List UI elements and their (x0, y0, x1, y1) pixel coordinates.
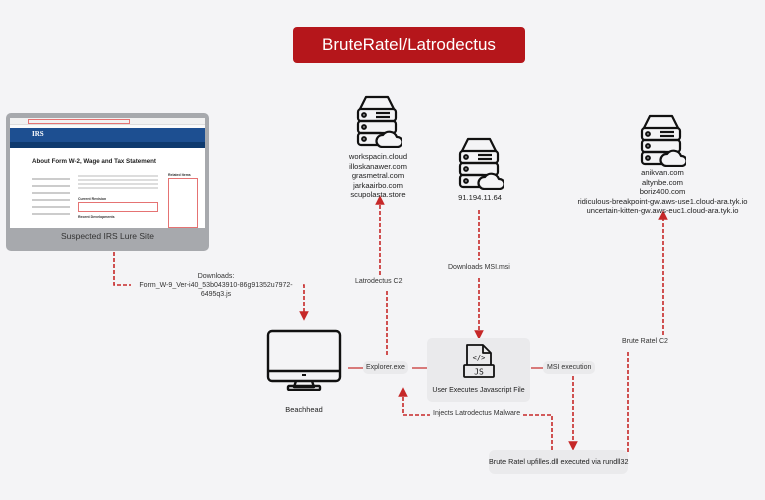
server-cloud-icon (458, 137, 504, 190)
beachhead-label: Beachhead (285, 405, 323, 414)
explorer-exe-label: Explorer.exe (363, 361, 408, 374)
irs-logo: IRS (32, 130, 44, 138)
lure-page-heading: About Form W-2, Wage and Tax Statement (32, 158, 156, 165)
downloads-msi-label: Downloads MSI.msi (445, 263, 513, 272)
domain-text: anikvan.com (641, 168, 684, 177)
server-cloud-icon (356, 95, 402, 148)
lure-current-revision: Current Revision (78, 197, 107, 201)
lure-site-card: IRS About Form W-2, Wage and Tax Stateme… (6, 113, 209, 251)
latrodectus-c2-domains: workspacin.cloud illoskanawer.com grasme… (328, 152, 428, 200)
msi-execution-label: MSI execution (543, 361, 596, 374)
downloads-title: Downloads: (197, 273, 235, 280)
domain-text: jarkaairbo.com (353, 180, 403, 190)
lure-site-screenshot: IRS About Form W-2, Wage and Tax Stateme… (10, 118, 205, 228)
diagram-title: BruteRatel/Latrodectus (293, 27, 525, 63)
server-cloud-icon (640, 114, 686, 167)
js-execution-label: User Executes Javascript File (432, 387, 525, 394)
js-file-icon: </> JS (463, 344, 495, 378)
brute-ratel-c2-domains: anikvan.com altynbe.com boriz400.com rid… (560, 168, 765, 216)
domain-text: uncertain-kitten-gw.aws-euc1.cloud-ara.t… (586, 206, 739, 215)
domain-text: scupolasta.store (350, 190, 406, 199)
domain-text: ridiculous-breakpoint-gw.aws-use1.cloud-… (577, 196, 748, 206)
brute-ratel-c2-label: Brute Ratel C2 (619, 337, 671, 346)
domain-text: boriz400.com (639, 187, 686, 196)
lure-recent-developments: Recent Developments (78, 215, 115, 219)
latrodectus-c2-label: Latrodectus C2 (352, 277, 406, 286)
downloads-file-line: 6495q3.js (200, 291, 232, 298)
lure-related-items: Related Items (168, 173, 191, 177)
domain-text: illoskanawer.com (349, 161, 407, 171)
injects-label: Injects Latrodectus Malware (430, 409, 524, 418)
code-glyph: </> (473, 354, 486, 362)
downloads-file-line: Form_W-9_Ver-i40_53b043910-86g91352u7972… (131, 281, 301, 290)
lure-site-caption: Suspected IRS Lure Site (60, 231, 155, 241)
monitor-icon (266, 329, 342, 391)
brute-ratel-execution-result: Brute Ratel upfilles.dll executed via ru… (489, 450, 628, 474)
js-execution-node: </> JS User Executes Javascript File (427, 338, 530, 402)
domain-text: altynbe.com (642, 177, 683, 187)
domain-text: workspacin.cloud (348, 152, 408, 161)
downloads-js-label: Downloads: Form_W-9_Ver-i40_53b043910-86… (128, 271, 304, 300)
msi-host-ip: 91.194.11.64 (458, 193, 502, 202)
domain-text: grasmetral.com (351, 171, 405, 180)
js-badge: JS (474, 368, 484, 377)
